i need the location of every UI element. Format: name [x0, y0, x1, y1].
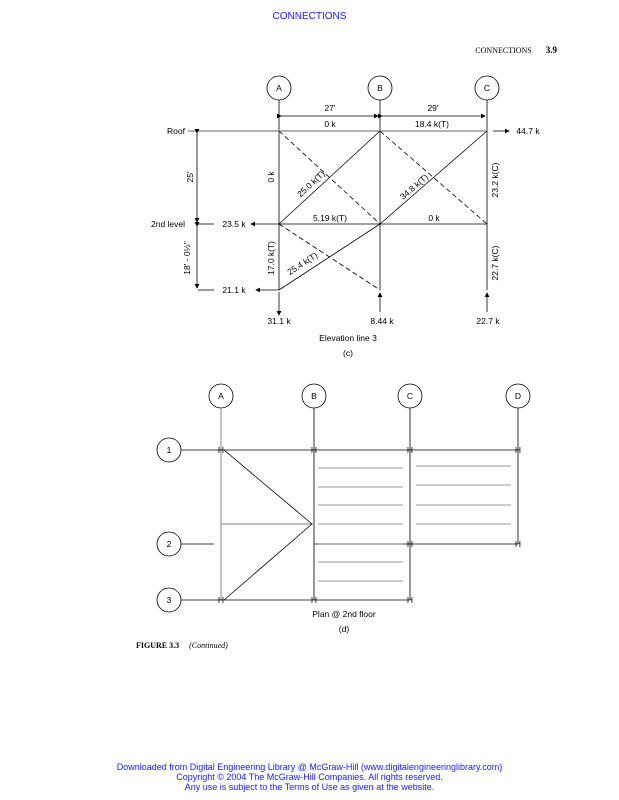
- dim-bc-label: 29': [427, 103, 438, 113]
- running-head: CONNECTIONS 3.9: [475, 45, 557, 55]
- member-label: 5.19 k(T): [313, 213, 347, 223]
- load-label: 44.7 k: [516, 126, 540, 136]
- hanger-marker: H: [407, 445, 413, 455]
- level-roof: Roof: [167, 126, 186, 136]
- footer-download-link[interactable]: Downloaded from Digital Engineering Libr…: [116, 762, 503, 772]
- grid-label-b: B: [311, 391, 317, 401]
- member-label: 18.4 k(T): [415, 119, 449, 129]
- member-label: 22.7 k(C): [490, 245, 500, 280]
- member-label: 23.2 k(C): [490, 162, 500, 197]
- hanger-marker: H: [218, 445, 224, 455]
- grid-label-3: 3: [167, 595, 172, 605]
- member-label: 17.0 k(T): [266, 241, 276, 275]
- hanger-marker: H: [218, 595, 224, 605]
- dim-lower-label: 18' - 0½": [182, 241, 192, 274]
- load-label: 23.5 k: [222, 219, 246, 229]
- plan-diagram: [156, 383, 531, 613]
- footer: Downloaded from Digital Engineering Libr…: [0, 762, 619, 792]
- running-head-title: CONNECTIONS: [475, 46, 532, 55]
- chapter-link[interactable]: CONNECTIONS: [272, 11, 347, 22]
- plan-brace-1: [223, 449, 313, 525]
- grid-label-d: D: [515, 391, 521, 401]
- figure-number: FIGURE 3.3: [136, 641, 180, 650]
- hanger-marker: H: [407, 539, 413, 549]
- elevation-diagram: [188, 75, 510, 316]
- hanger-marker: H: [515, 445, 521, 455]
- member-label: 0 k: [324, 119, 336, 129]
- page-number: 3.9: [545, 45, 557, 55]
- grid-label-b: B: [377, 83, 383, 93]
- footer-terms[interactable]: Any use is subject to the Terms of Use a…: [184, 782, 435, 792]
- grid-label-a: A: [276, 83, 282, 93]
- member-label: 25.4 k(T): [285, 250, 319, 277]
- dim-upper-label: 25': [185, 171, 195, 182]
- elevation-labels: A B C 27' 29' 0 k 18.4 k(T) Roof 2nd lev…: [151, 83, 540, 358]
- reaction-label: 31.1 k: [267, 316, 291, 326]
- plan-label: (d): [339, 624, 350, 634]
- reaction-label: 8.44 k: [370, 316, 394, 326]
- grid-label-a: A: [218, 391, 224, 401]
- member-label: 34.8 k(T): [398, 172, 430, 202]
- elevation-title: Elevation line 3: [319, 333, 377, 343]
- brace-ab-lower-dashed: [278, 223, 381, 291]
- hanger-marker: H: [515, 539, 521, 549]
- dim-ab-label: 27': [324, 103, 335, 113]
- grid-label-c: C: [484, 83, 490, 93]
- load-label: 21.1 k: [222, 285, 246, 295]
- reaction-label: 22.7 k: [476, 316, 500, 326]
- grid-label-1: 1: [167, 445, 172, 455]
- hanger-marker: H: [407, 595, 413, 605]
- elevation-label: (c): [343, 348, 353, 358]
- figure-caption: FIGURE 3.3 (Continued): [136, 641, 228, 650]
- hanger-marker: H: [311, 445, 317, 455]
- grid-label-2: 2: [167, 539, 172, 549]
- level-second: 2nd level: [151, 219, 185, 229]
- grid-label-c: C: [407, 391, 413, 401]
- member-label: 0 k: [428, 213, 440, 223]
- hanger-marker: H: [311, 595, 317, 605]
- brace-ab-upper-dashed: [278, 130, 381, 225]
- member-label: 0 k: [266, 171, 276, 183]
- figure-note: (Continued): [189, 641, 228, 650]
- plan-title: Plan @ 2nd floor: [312, 609, 376, 619]
- brace-bc-upper: [379, 130, 488, 225]
- footer-copyright: Copyright © 2004 The McGraw-Hill Compani…: [176, 772, 443, 782]
- plan-brace-3: [223, 523, 313, 601]
- plan-labels: A B C D 1 2 3 H H H H H H H H H Plan @ 2…: [167, 391, 521, 634]
